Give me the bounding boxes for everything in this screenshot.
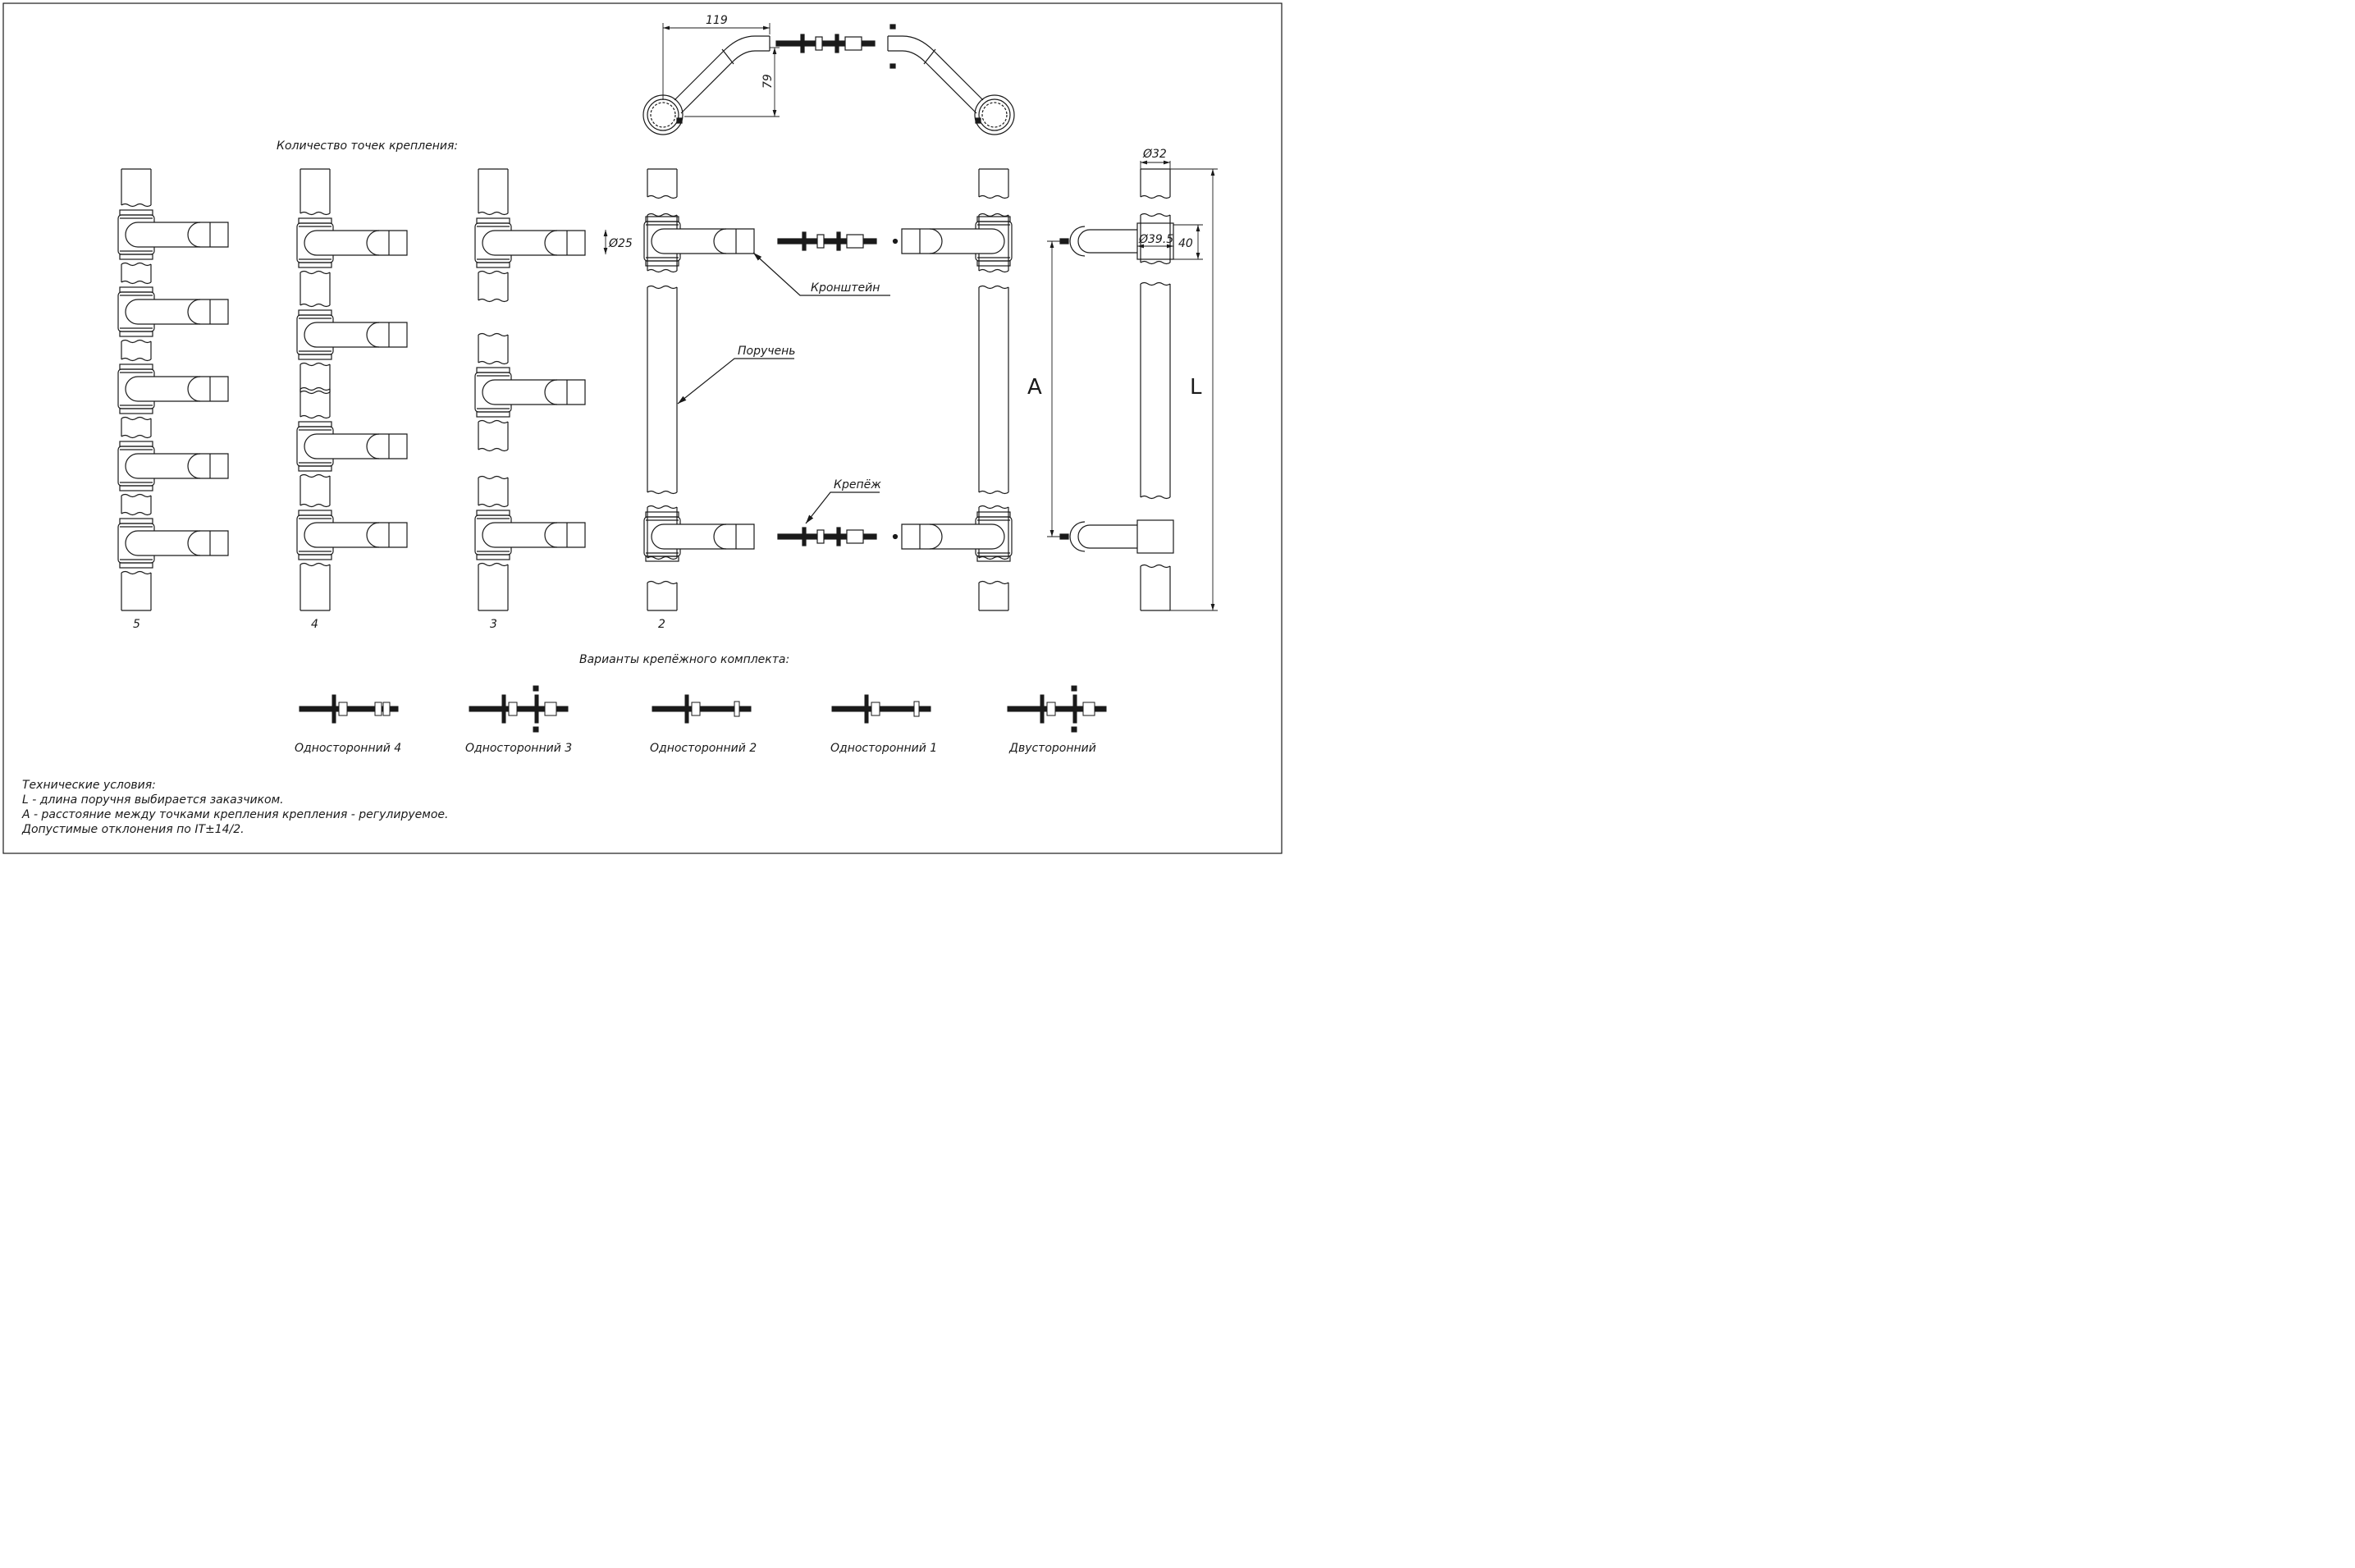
sheet-frame	[2, 2, 1283, 854]
variant-5-points-bracket-1	[117, 209, 229, 260]
variant-5-points	[117, 168, 229, 611]
dim-bracket-dia: Ø25	[608, 237, 633, 250]
mount-count-4: 4	[311, 618, 318, 631]
tech-line-2: A - расстояние между точками крепления к…	[21, 808, 448, 821]
kit-one-sided-3	[469, 685, 569, 733]
variant-4-points-bracket-1	[296, 217, 408, 268]
drawing-sheet: Количество точек крепления: Варианты кре…	[0, 0, 1287, 857]
top-view-left-arm	[642, 35, 771, 135]
fastener-top	[777, 231, 877, 251]
tech-line-1: L - длина поручня выбирается заказчиком.	[22, 793, 284, 807]
right-bracket-top	[901, 216, 1013, 267]
heading-kits: Варианты крепёжного комплекта:	[579, 653, 789, 666]
dim-letter-l: L	[1190, 375, 1202, 400]
dim-handle-dia: Ø32	[1142, 148, 1167, 161]
kit-one-sided-2	[652, 694, 752, 724]
main-bracket-bottom	[643, 511, 755, 562]
leader-fastener	[805, 491, 880, 524]
fastener-bottom	[777, 527, 877, 546]
leader-handrail	[677, 358, 794, 405]
main-fasteners	[777, 231, 877, 546]
callout-bracket: Кронштейн	[811, 281, 880, 295]
kit-label-one-sided-3: Односторонний 3	[465, 742, 572, 755]
kit-two-sided	[1007, 685, 1107, 733]
variant-5-points-bracket-5	[117, 518, 229, 569]
right-bracket-bottom	[901, 511, 1013, 562]
kit-label-one-sided-2: Односторонний 2	[650, 742, 757, 755]
handle-left	[643, 168, 755, 611]
variant-3-points-bracket-2	[474, 367, 586, 418]
kit-label-one-sided-1: Односторонний 1	[830, 742, 937, 755]
callout-handrail: Поручень	[738, 345, 796, 358]
top-view	[642, 23, 1015, 135]
variant-3-points	[474, 168, 586, 611]
top-view-right-arm	[887, 35, 1015, 135]
main-assembly	[603, 160, 1218, 611]
mount-count-5: 5	[133, 618, 140, 631]
side-cup-2	[1059, 521, 1137, 552]
kit-label-two-sided: Двусторонний	[1008, 742, 1096, 755]
leader-bracket	[752, 252, 890, 296]
heading-mount-count: Количество точек крепления:	[277, 139, 458, 153]
variant-3-points-bracket-1	[474, 217, 586, 268]
variant-5-points-bracket-4	[117, 441, 229, 491]
mount-count-2: 2	[658, 618, 665, 631]
tech-title: Технические условия:	[22, 779, 156, 792]
dim-cup-height: 40	[1178, 237, 1193, 250]
mount-count-3: 3	[490, 618, 497, 631]
mount-variants	[117, 168, 586, 611]
tech-line-3: Допустимые отклонения по IT±14/2.	[21, 823, 245, 836]
fastener-kits	[299, 685, 1107, 733]
variant-3-points-bracket-3	[474, 510, 586, 560]
variant-5-points-bracket-3	[117, 363, 229, 414]
dim-top-width: 119	[706, 14, 728, 27]
top-view-fastener	[775, 34, 876, 53]
main-bracket-top	[643, 216, 755, 267]
variant-4-points-bracket-2	[296, 309, 408, 360]
side-cup-1	[1059, 226, 1137, 257]
callout-fastener: Крепёж	[834, 478, 881, 491]
kit-label-one-sided-4: Односторонний 4	[295, 742, 401, 755]
dim-cup-dia: Ø39.5	[1138, 233, 1173, 246]
handle-right	[892, 168, 1013, 611]
variant-4-points-bracket-3	[296, 421, 408, 472]
top-dimension-lines	[662, 23, 780, 117]
technical-drawing: Количество точек крепления: Варианты кре…	[2, 2, 1283, 854]
dimension-lines	[603, 160, 1218, 611]
dim-top-height: 79	[761, 74, 775, 89]
variant-4-points	[296, 168, 408, 611]
kit-one-sided-1	[831, 694, 931, 724]
dim-letter-a: A	[1027, 375, 1042, 400]
variant-4-points-bracket-4	[296, 510, 408, 560]
variant-5-points-bracket-2	[117, 286, 229, 337]
kit-one-sided-4	[299, 694, 399, 724]
